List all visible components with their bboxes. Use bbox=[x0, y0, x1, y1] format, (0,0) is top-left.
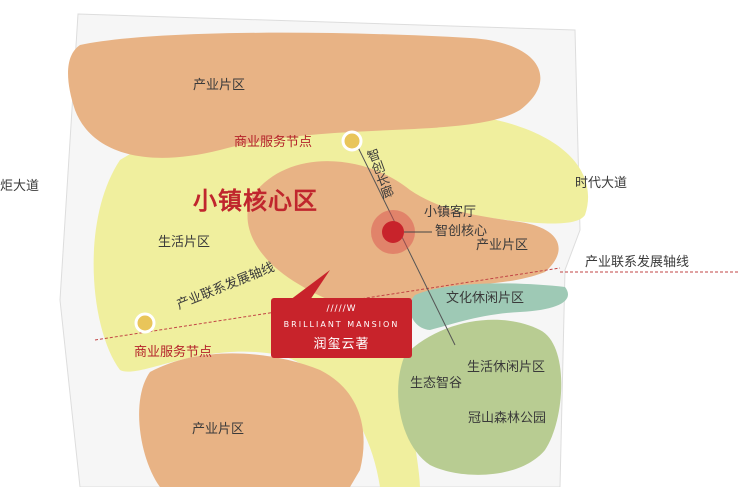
logo-pointer bbox=[290, 270, 330, 300]
zone-label-culture-leisure: 文化休闲片区 bbox=[446, 291, 525, 306]
zone-label-industry-top: 产业片区 bbox=[193, 78, 246, 93]
node-label-town-hall: 小镇客厅 bbox=[424, 205, 477, 220]
green-zone bbox=[398, 319, 562, 475]
zone-label-living: 生活片区 bbox=[158, 235, 211, 250]
road-label-left: 炬大道 bbox=[0, 179, 40, 194]
node-label-smart-core: 智创核心 bbox=[435, 224, 488, 239]
zone-label-living-leisure: 生活休闲片区 bbox=[467, 360, 546, 375]
node-label-service-top: 商业服务节点 bbox=[234, 135, 313, 150]
axis-label-right: 产业联系发展轴线 bbox=[585, 255, 690, 270]
smart-core-dot bbox=[382, 221, 404, 243]
zone-label-guanshan-park: 冠山森林公园 bbox=[468, 411, 547, 426]
service-node-left bbox=[134, 312, 156, 334]
corridor-axis-line bbox=[351, 134, 456, 346]
node-label-service-left: 商业服务节点 bbox=[134, 345, 213, 360]
project-logo: /////W BRILLIANT MANSION 润玺云著 bbox=[271, 298, 412, 358]
logo-english: BRILLIANT MANSION bbox=[283, 320, 400, 329]
service-node-top bbox=[341, 130, 363, 152]
zone-label-industry-bottom: 产业片区 bbox=[192, 422, 245, 437]
road-label-right: 时代大道 bbox=[575, 176, 628, 191]
logo-chinese: 润玺云著 bbox=[313, 337, 370, 352]
teal-zone bbox=[410, 283, 568, 330]
zone-label-industry-mid: 产业片区 bbox=[476, 238, 529, 253]
logo-mark: /////W bbox=[326, 304, 357, 314]
orange-zone-bottom bbox=[139, 353, 364, 487]
orange-zone-top bbox=[68, 32, 541, 158]
core-area-title: 小镇核心区 bbox=[193, 187, 318, 215]
zone-label-eco-valley: 生态智谷 bbox=[410, 376, 463, 391]
